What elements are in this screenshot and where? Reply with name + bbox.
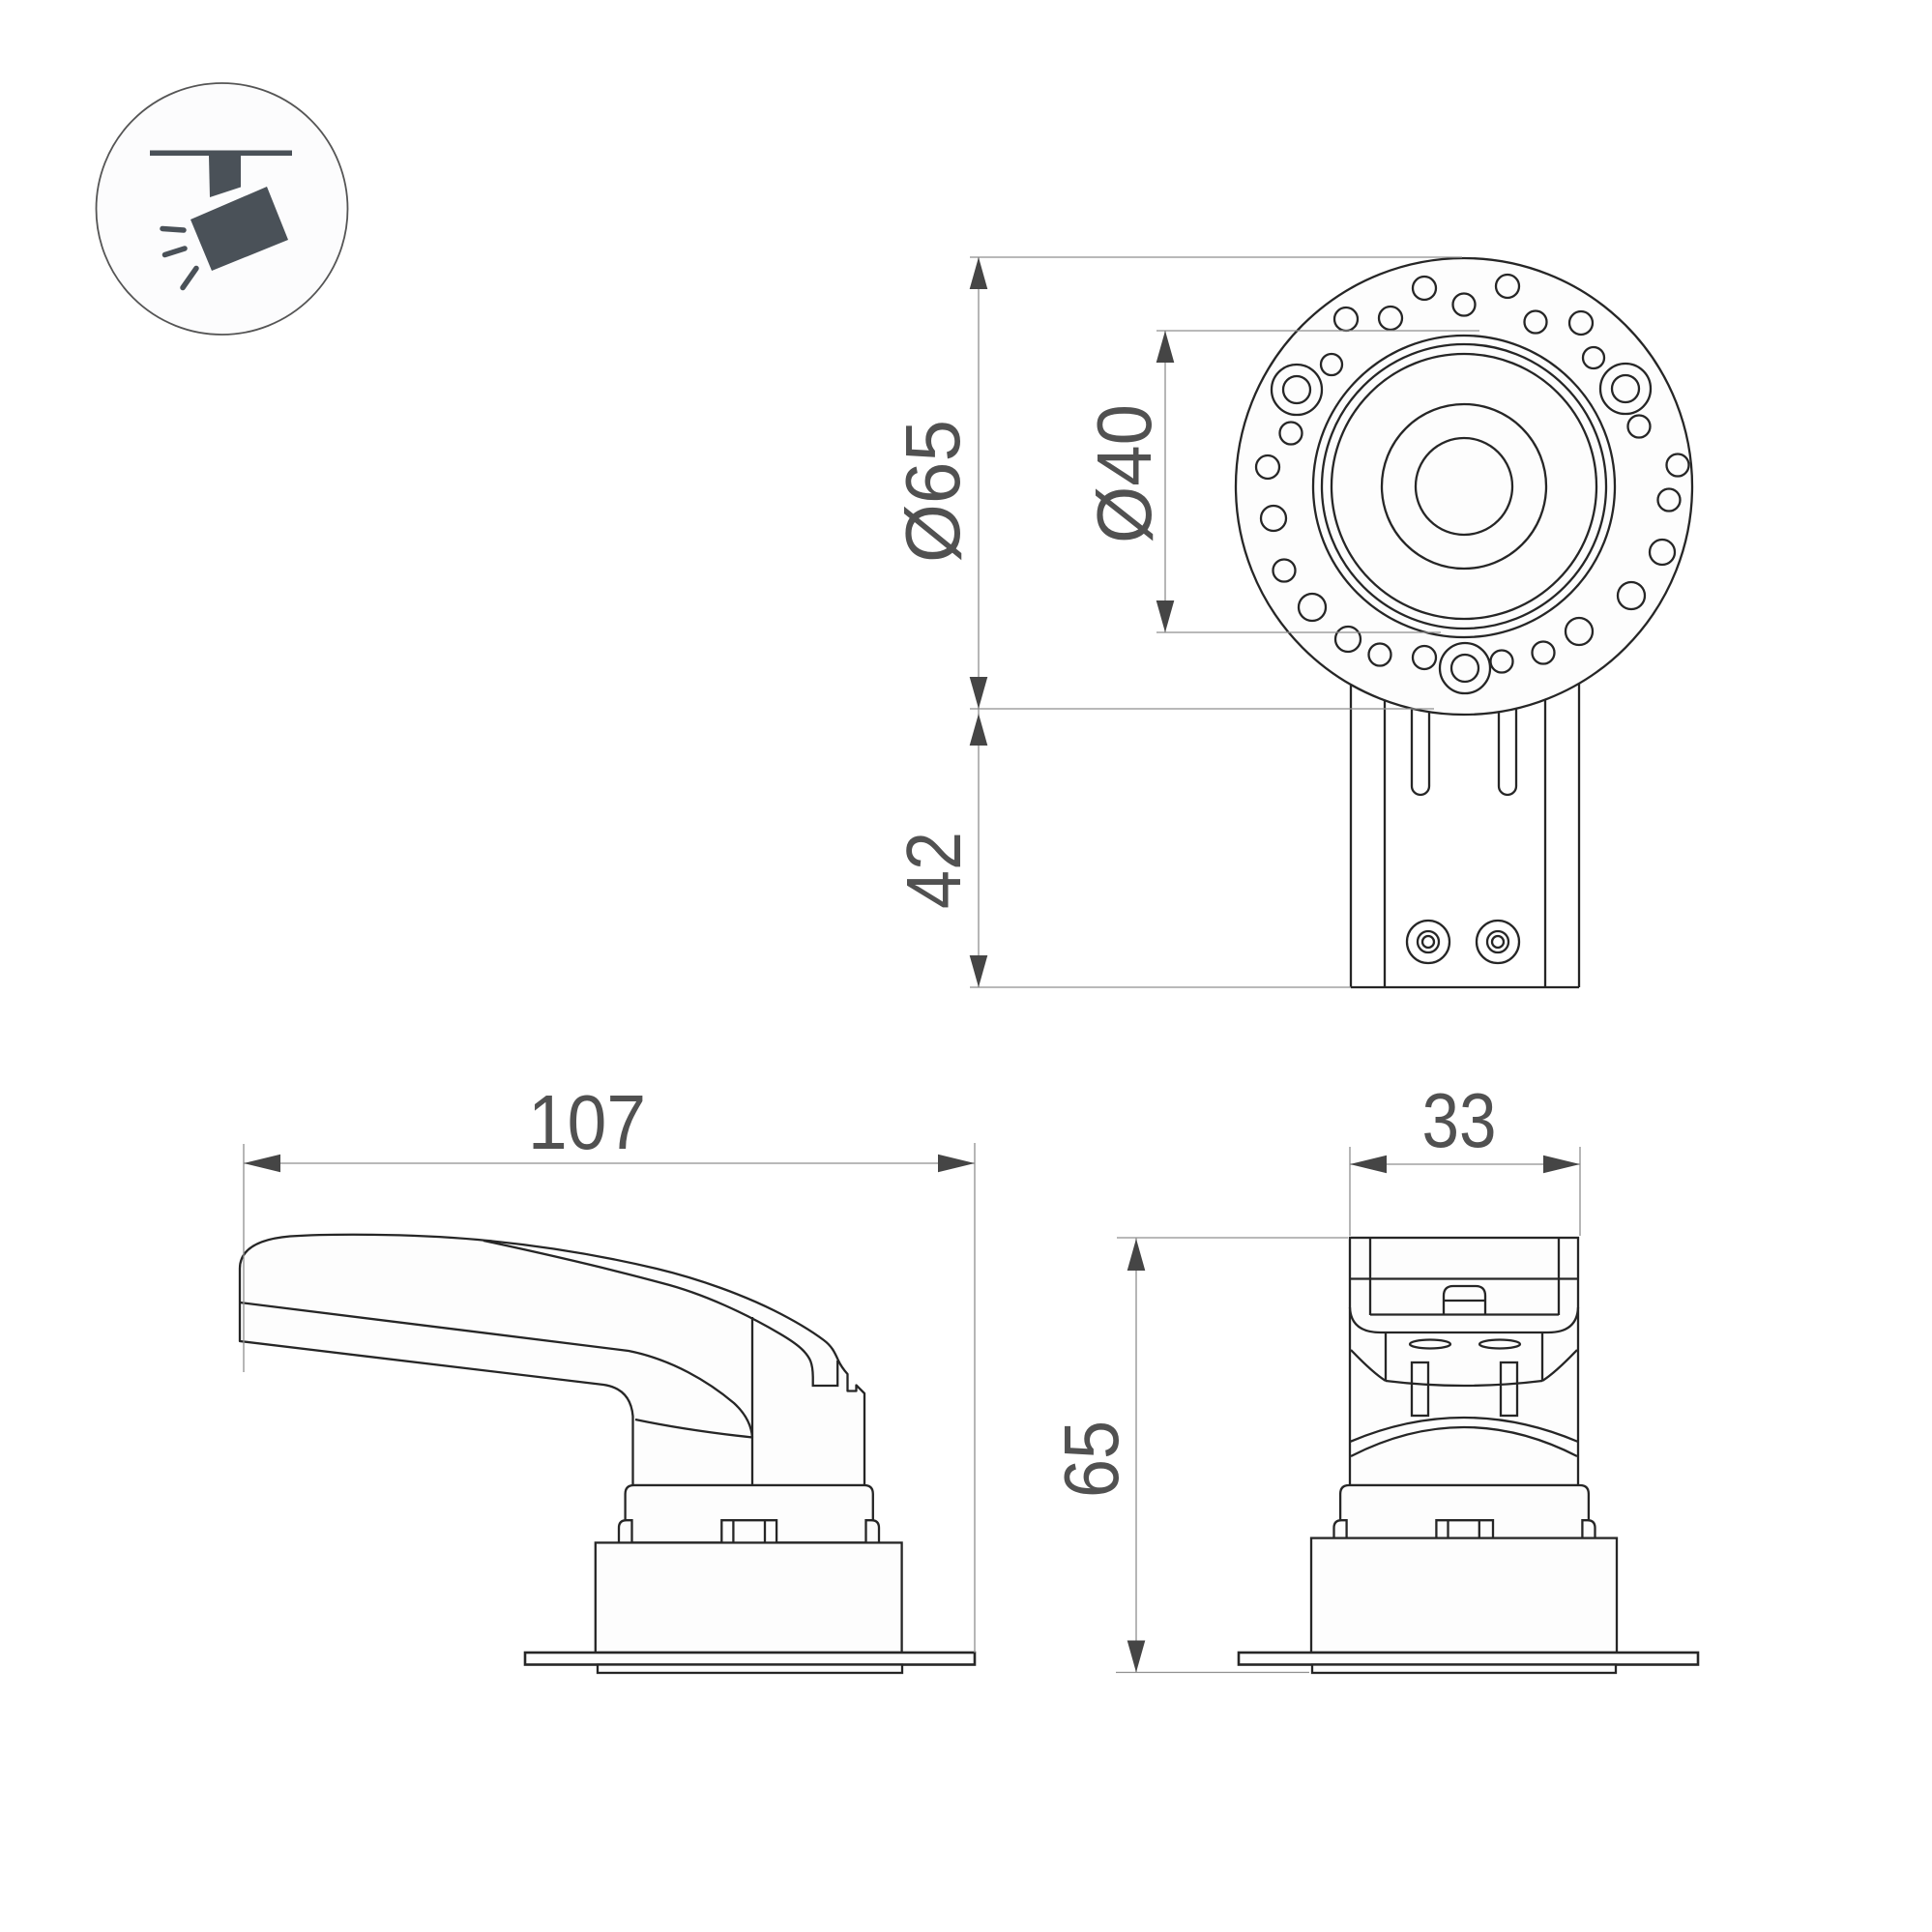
svg-text:Ø65: Ø65 bbox=[890, 420, 976, 563]
svg-text:42: 42 bbox=[891, 832, 977, 909]
svg-text:107: 107 bbox=[528, 1079, 646, 1165]
svg-text:33: 33 bbox=[1422, 1077, 1497, 1163]
svg-text:Ø40: Ø40 bbox=[1081, 404, 1167, 543]
svg-text:65: 65 bbox=[1048, 1420, 1134, 1498]
